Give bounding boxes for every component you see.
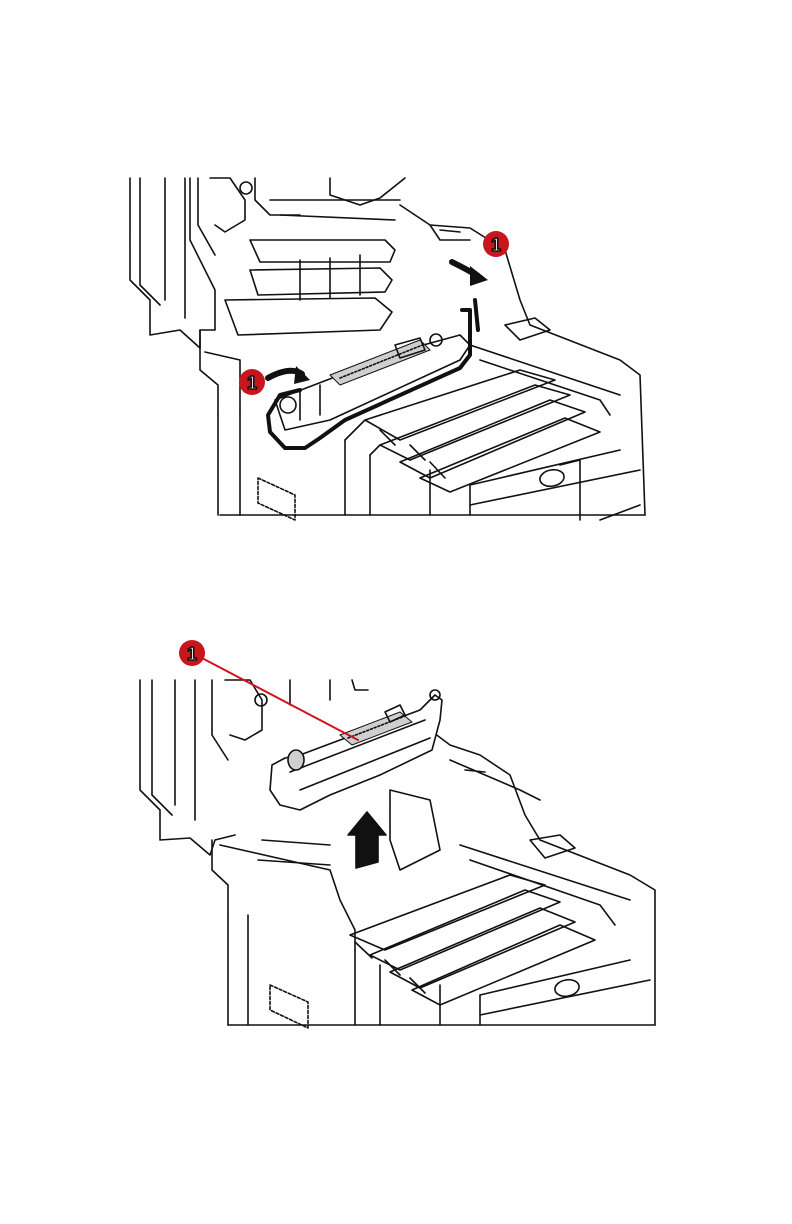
callout-marker: 1 bbox=[179, 640, 205, 666]
figure-fuser-unlock: 1 1 bbox=[0, 0, 792, 540]
svg-text:1: 1 bbox=[187, 644, 197, 664]
open-top-cover bbox=[130, 178, 405, 348]
fuser-unit bbox=[275, 334, 470, 430]
drum-cartridges bbox=[350, 790, 630, 1005]
figure-fuser-removal: 1 bbox=[0, 600, 792, 1060]
callout-marker-right: 1 bbox=[483, 231, 509, 257]
svg-text:1: 1 bbox=[247, 373, 257, 393]
lift-up-arrow bbox=[348, 812, 386, 868]
callout-marker-left: 1 bbox=[239, 369, 265, 395]
svg-text:1: 1 bbox=[491, 235, 501, 255]
callout-leader-line bbox=[200, 657, 358, 740]
